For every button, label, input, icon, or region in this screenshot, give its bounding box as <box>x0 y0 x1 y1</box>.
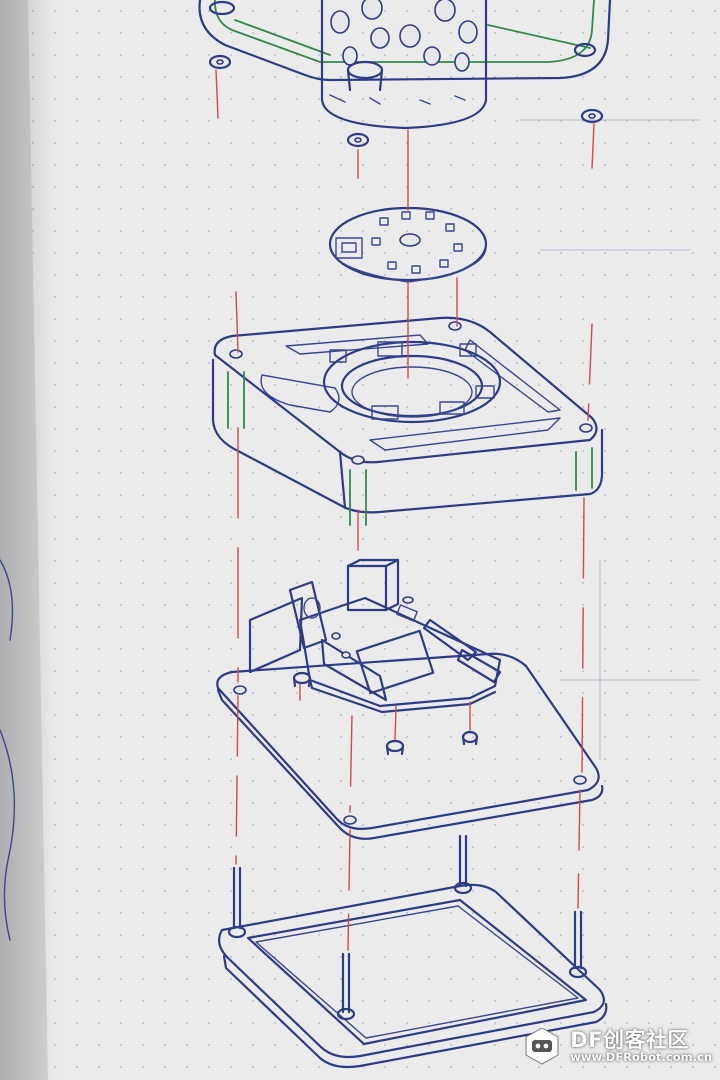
site-watermark: DF创客社区 www.DFRobot.com.cn <box>520 1024 712 1068</box>
screws <box>227 834 588 1021</box>
base-plate <box>216 652 604 840</box>
led-pads <box>371 211 463 274</box>
bottom-tray <box>217 834 608 1069</box>
cylinder-perforations <box>330 0 478 72</box>
watermark-url: www.DFRobot.com.cn <box>570 1049 712 1064</box>
controller-board <box>248 558 502 756</box>
top-shell <box>198 0 612 148</box>
watermark-brand: DF创客社区 <box>570 1027 690 1052</box>
watermark-text: DF创客社区 www.DFRobot.com.cn <box>570 1029 712 1063</box>
alignment-guides <box>215 69 595 951</box>
middle-frame <box>211 316 604 526</box>
robot-head-icon <box>525 1024 559 1065</box>
ring-tabs <box>329 341 495 420</box>
